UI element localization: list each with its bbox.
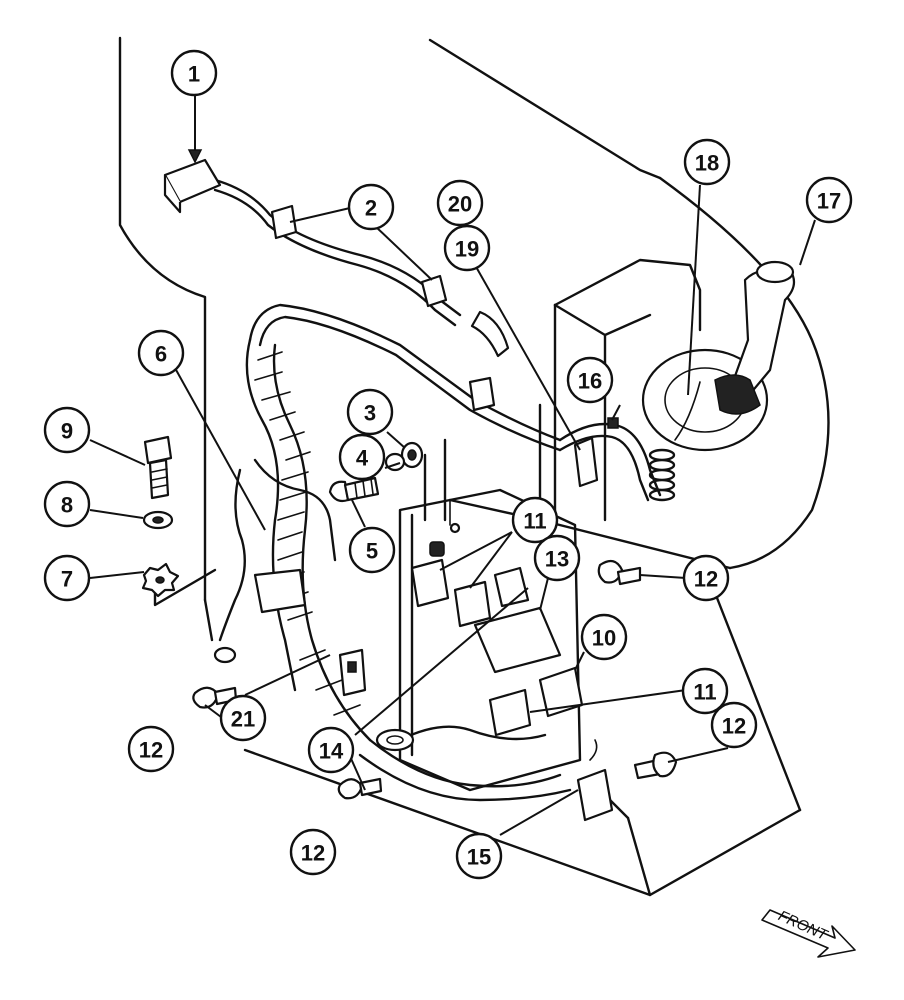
callout-12-right-top: 12 [682, 554, 730, 602]
callout-20-label: 20 [448, 192, 472, 217]
callout-17: 17 [805, 176, 853, 224]
callout-21-label: 21 [231, 707, 255, 732]
callout-11-upper-label: 11 [523, 509, 546, 534]
control-console [553, 258, 702, 522]
callout-21: 21 [219, 694, 267, 742]
relay-upper-left [410, 558, 450, 608]
callout-8: 8 [43, 480, 91, 528]
relay-upper-middle [453, 580, 492, 628]
callout-7-label: 7 [61, 567, 73, 592]
callout-12-left-label: 12 [139, 738, 163, 763]
callout-2-label: 2 [365, 196, 377, 221]
relay-panel [375, 488, 614, 822]
callout-12-right-top-label: 12 [694, 567, 718, 592]
callout-12-bottom: 12 [289, 828, 337, 876]
callout-8-label: 8 [61, 493, 73, 518]
callout-13-label: 13 [545, 547, 569, 572]
callout-6: 6 [137, 329, 185, 377]
callout-14-label: 14 [319, 739, 344, 764]
callout-6-label: 6 [155, 342, 167, 367]
control-module [473, 606, 562, 674]
joystick-assembly [641, 260, 796, 452]
relay-lower [488, 688, 532, 737]
callout-16: 16 [566, 356, 614, 404]
small-hardware [141, 158, 678, 800]
callout-11-lower: 11 [681, 667, 729, 715]
callout-15: 15 [455, 832, 503, 880]
callout-11-upper: 11 [511, 496, 559, 544]
callout-18: 18 [683, 138, 731, 186]
callout-5: 5 [348, 526, 396, 574]
callout-16-label: 16 [578, 369, 602, 394]
callout-9: 9 [43, 406, 91, 454]
callout-20: 20 [436, 179, 484, 227]
wiring-harness [213, 178, 676, 802]
callout-2: 2 [347, 183, 395, 231]
front-direction-arrow: FRONT [761, 907, 856, 958]
leader-lines [89, 95, 816, 836]
callout-10: 10 [580, 613, 628, 661]
callout-1-label: 1 [188, 62, 200, 87]
callout-4-label: 4 [356, 446, 369, 471]
callout-12-bottom-label: 12 [301, 841, 325, 866]
callout-10-label: 10 [592, 626, 616, 651]
callout-12-left: 12 [127, 725, 175, 773]
callout-18-label: 18 [695, 151, 719, 176]
harness-connector [576, 768, 614, 822]
callout-7: 7 [43, 554, 91, 602]
relay-upper-right [493, 566, 530, 608]
callout-12-right-bottom: 12 [710, 701, 758, 749]
callout-5-label: 5 [366, 539, 378, 564]
callout-17-label: 17 [817, 189, 841, 214]
callout-4: 4 [338, 433, 386, 481]
callout-13: 13 [533, 534, 581, 582]
callout-1: 1 [170, 49, 218, 97]
callout-12-right-bottom-label: 12 [722, 714, 746, 739]
callout-15-label: 15 [467, 845, 491, 870]
callout-3: 3 [346, 388, 394, 436]
callout-3-label: 3 [364, 401, 376, 426]
callout-19-label: 19 [455, 237, 479, 262]
front-arrow-label: FRONT [776, 907, 832, 944]
callout-19: 19 [443, 224, 491, 272]
callout-11-lower-label: 11 [693, 680, 716, 705]
callout-14: 14 [307, 726, 355, 774]
callout-9-label: 9 [61, 419, 73, 444]
